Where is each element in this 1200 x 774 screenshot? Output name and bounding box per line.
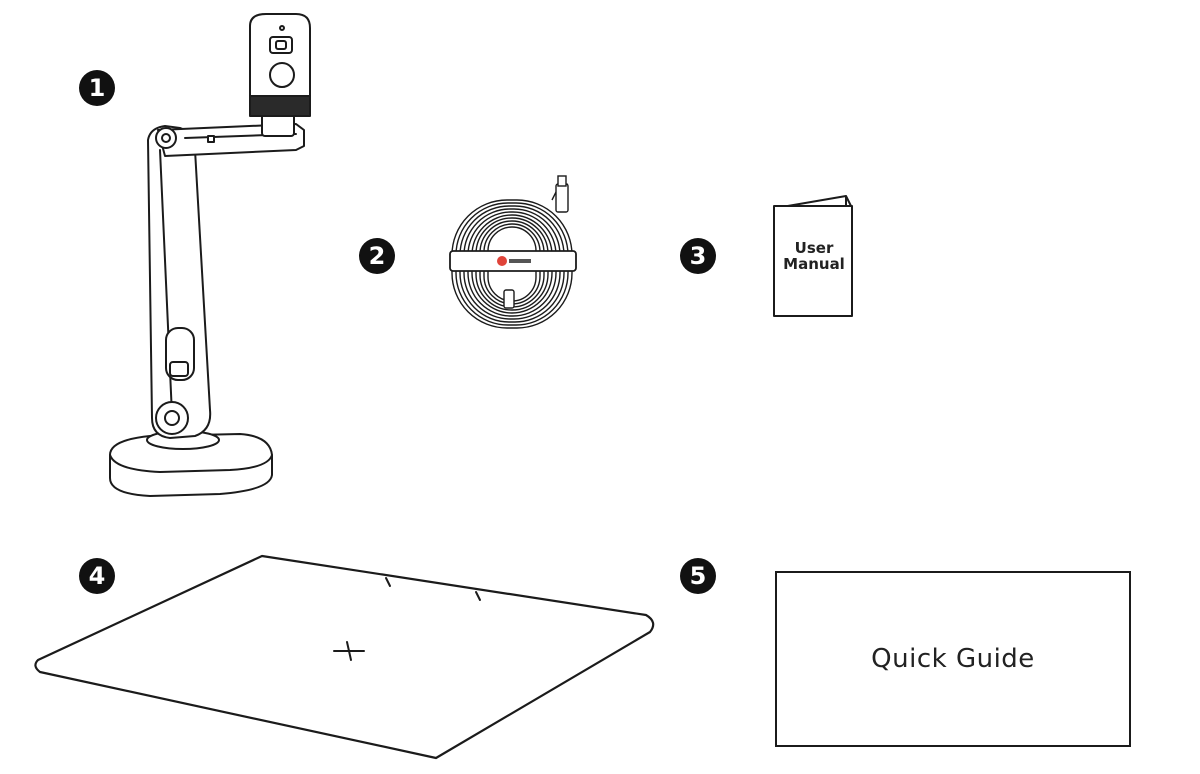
item-5-number-badge: 5 [680, 558, 716, 594]
item-3-number-badge: 3 [680, 238, 716, 274]
item-4-number-badge: 4 [79, 558, 115, 594]
mat-alignment-marks [333, 577, 481, 661]
quick-guide-card: Quick Guide [775, 571, 1131, 747]
brand-logo-icon [497, 256, 507, 266]
quick-guide-title: Quick Guide [871, 644, 1035, 674]
manual-title-line-2: Manual [783, 255, 845, 273]
user-manual-cover-text: User Manual [776, 240, 852, 272]
item-2-number-badge: 2 [359, 238, 395, 274]
manual-title-line-1: User [794, 239, 834, 257]
item-1-number-badge: 1 [79, 70, 115, 106]
